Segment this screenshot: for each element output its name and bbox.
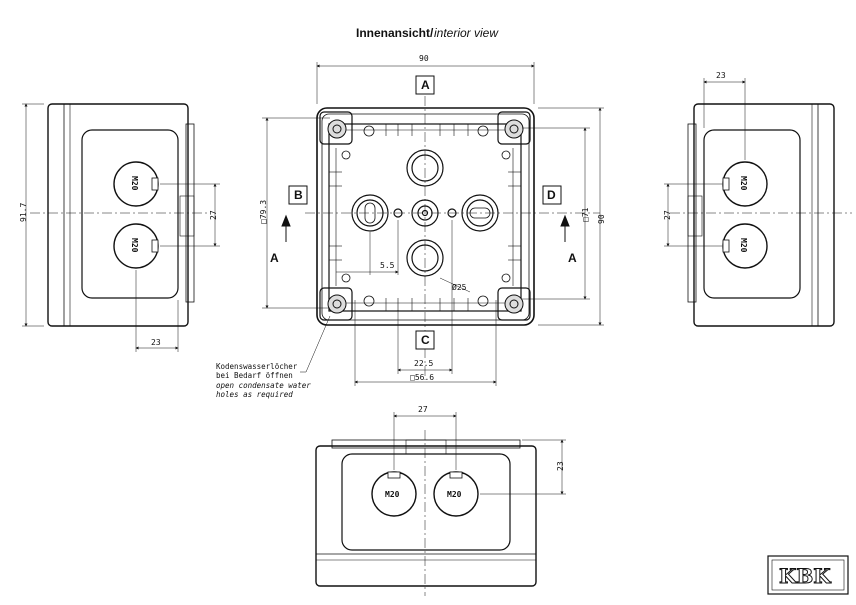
note-de-line1: Kodenswasserlöcher: [216, 362, 298, 371]
dim-bottom-square: □56.6: [410, 373, 434, 382]
gland-right-top-label: M20: [739, 176, 748, 191]
logo-text: KBK: [779, 564, 831, 588]
dim-right-top: 23: [716, 71, 726, 80]
center-lines: [305, 96, 600, 380]
interior-outer-body: [316, 107, 535, 326]
interior-view: [305, 96, 600, 380]
gland-left-bottom-label: M20: [130, 238, 139, 253]
dim-bottom-top-spacing: 27: [418, 405, 428, 414]
dim-small-offset: 5.5: [380, 261, 395, 270]
dim-left-height: 91.7: [19, 203, 28, 222]
corner-screw-posts: [319, 111, 531, 321]
dim-height-right: 90: [597, 214, 606, 224]
dim-inner-right: □71: [581, 207, 590, 222]
note-en-line1: open condensate water: [216, 381, 311, 390]
top-ribs: [385, 124, 469, 136]
bottom-view-texts: 27 23 M20 M20: [385, 405, 565, 499]
section-label-c: C: [421, 333, 430, 347]
note-en-line2: holes as required: [216, 390, 293, 399]
left-side-texts: 91.7 27 23 M20 M20: [19, 176, 218, 347]
dim-hole-dia: Ø25: [452, 282, 467, 292]
right-side-texts: 23 27 M20 M20: [663, 71, 748, 253]
title-main: Innenansicht/: [356, 26, 434, 40]
dim-right-gland-spacing: 27: [663, 210, 672, 220]
arrow-up-left-icon: [281, 214, 291, 227]
side-ribs: [329, 171, 521, 261]
dim-bottom-right: 23: [556, 461, 565, 471]
center-dimension-texts: 90 90 □79.3 □71 22.5 □56.6 5.5 Ø25: [259, 54, 606, 382]
center-dimensions: [262, 62, 604, 386]
condensate-note: Kodenswasserlöcher bei Bedarf öffnen ope…: [216, 315, 331, 399]
title-sub: interior view: [434, 26, 499, 40]
left-side-view: [22, 103, 220, 352]
kbk-logo: KBK: [767, 555, 849, 595]
condensate-holes: [341, 125, 511, 307]
dim-center-spacing: 22.5: [414, 359, 433, 368]
gland-right-bottom-label: M20: [739, 238, 748, 253]
section-arrows: A A: [270, 214, 577, 265]
section-label-b: B: [294, 188, 303, 202]
dim-left-gland-spacing: 27: [209, 210, 218, 220]
arrow-label-left: A: [270, 251, 279, 265]
bottom-view: [315, 412, 566, 596]
dim-width-top: 90: [419, 54, 429, 63]
gland-left-top-label: M20: [130, 176, 139, 191]
section-labels: A B C D: [288, 75, 562, 350]
arrow-up-right-icon: [560, 214, 570, 227]
arrow-label-right: A: [568, 251, 577, 265]
bottom-ribs: [385, 298, 469, 311]
dim-inner-left: □79.3: [259, 200, 268, 224]
gland-bottom-right-label: M20: [447, 490, 462, 499]
gland-bottom-left-label: M20: [385, 490, 400, 499]
note-de-line2: bei Bedarf öffnen: [216, 371, 293, 380]
drawing-title: Innenansicht/ interior view: [356, 26, 499, 40]
dim-left-bottom: 23: [151, 338, 161, 347]
right-side-view: [664, 78, 852, 327]
section-label-a: A: [421, 78, 430, 92]
section-label-d: D: [547, 188, 556, 202]
interior-outer-lip: [321, 113, 530, 321]
